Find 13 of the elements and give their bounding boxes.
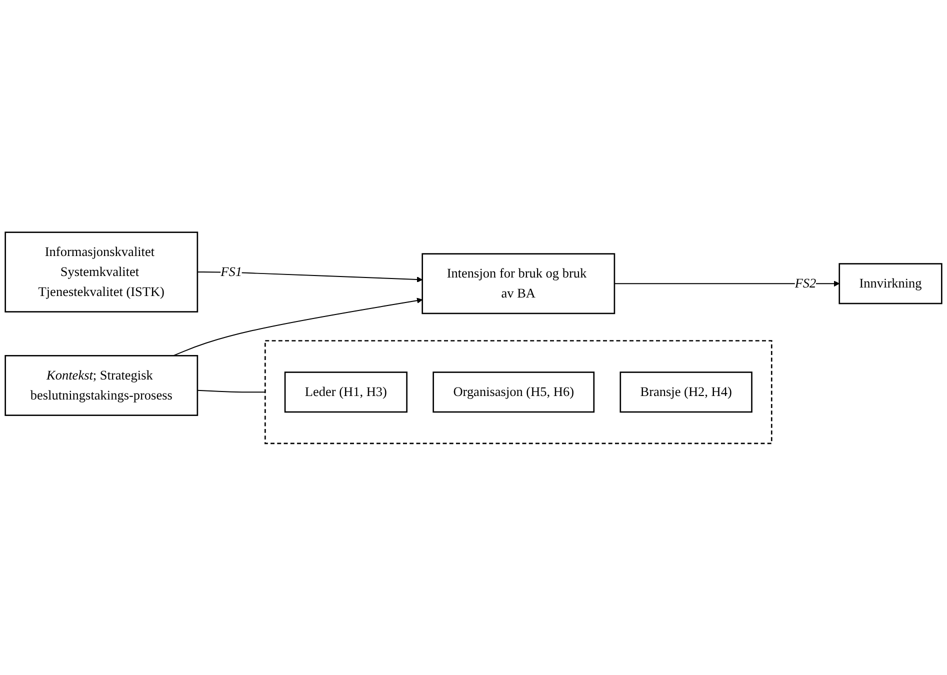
node-box: Informasjonskvalitet Systemkvalitet Tjenestekvalitet (ISTK)	[4, 231, 198, 312]
node-box: Kontekst; Strategisk beslutningstakings-prosess	[4, 354, 198, 416]
node-box: Innvirkning	[838, 262, 942, 304]
node-box: Organisasjon (H5, H6)	[432, 371, 595, 412]
connector	[196, 390, 266, 392]
node-box: Intensjon for bruk og bruk av BA	[422, 252, 616, 314]
arrow	[614, 280, 840, 286]
edge-label: FS2	[794, 276, 816, 291]
node-box: Bransje (H2, H4)	[620, 371, 752, 412]
node-box: Leder (H1, H3)	[284, 371, 408, 412]
edge-label: FS1	[220, 264, 242, 279]
cluster	[264, 340, 772, 444]
arrow	[196, 271, 423, 282]
